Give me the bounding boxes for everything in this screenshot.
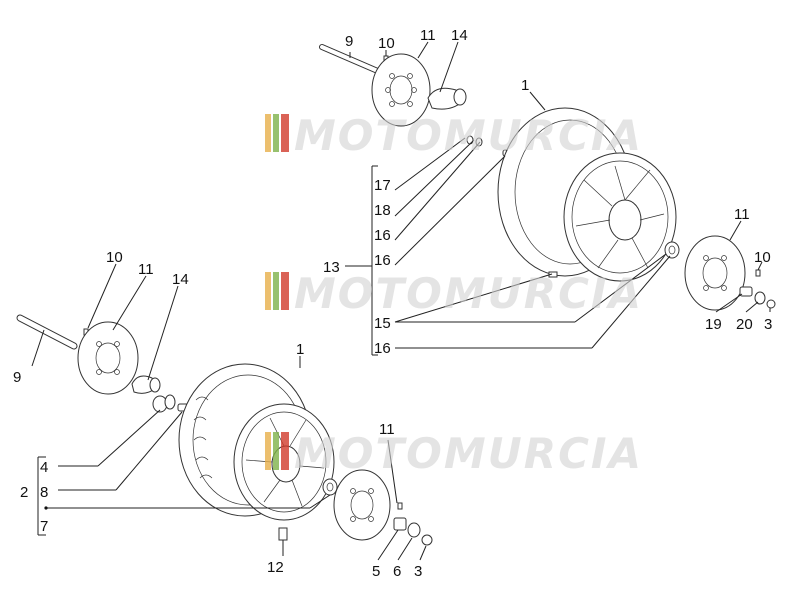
brake-disc-icon <box>684 235 746 311</box>
part-label: 10 <box>754 249 771 266</box>
watermark-stripe <box>273 272 279 310</box>
watermark-logo: MOTOMURCIA <box>265 269 643 318</box>
watermark-stripe <box>265 432 271 470</box>
part-label: 19 <box>705 316 722 333</box>
hub-icon <box>131 375 161 394</box>
brake-disc-icon <box>77 321 139 395</box>
upper-leader-lines <box>345 41 771 356</box>
lower-leader-lines <box>31 263 427 561</box>
part-label: 11 <box>734 206 750 223</box>
part-label: 16 <box>374 252 391 269</box>
spacer-icon <box>739 286 753 297</box>
part-label: 16 <box>374 340 391 357</box>
part-label: 2 <box>20 484 28 501</box>
spacer-icon <box>475 137 483 147</box>
part-number-labels: 9 10 11 14 1 17 18 16 16 13 15 16 11 10 … <box>13 27 772 580</box>
part-label: 12 <box>267 559 284 576</box>
part-label: 11 <box>379 421 395 438</box>
part-label: 15 <box>374 315 391 332</box>
part-label: 10 <box>106 249 123 266</box>
watermark-stripe <box>273 432 279 470</box>
part-label: 5 <box>372 563 380 580</box>
watermark-stripe <box>265 272 271 310</box>
watermark-logo: MOTOMURCIA <box>265 429 643 478</box>
part-label: 8 <box>40 484 48 501</box>
upper-wheel-assembly <box>319 44 776 311</box>
brake-disc-icon <box>333 469 391 541</box>
watermark-logo: MOTOMURCIA <box>265 111 643 160</box>
washer-icon <box>754 291 766 305</box>
axle-icon <box>16 314 78 350</box>
hub-icon <box>427 87 467 110</box>
watermark-text: MOTOMURCIA <box>294 111 643 160</box>
bearing-icon <box>664 241 680 259</box>
wheel-icon <box>497 107 677 282</box>
nut-icon <box>766 299 776 309</box>
part-label: 6 <box>393 563 401 580</box>
watermark-text: MOTOMURCIA <box>294 269 643 318</box>
part-label: 13 <box>323 259 340 276</box>
watermark-stripe <box>273 114 279 152</box>
part-label: 1 <box>521 77 529 94</box>
bolt-icon <box>397 502 403 510</box>
watermark-stripe <box>281 272 289 310</box>
bearing-icon <box>164 394 176 410</box>
part-label: 10 <box>378 35 395 52</box>
axle-icon <box>319 44 383 75</box>
part-label: 9 <box>13 369 21 386</box>
part-label: 3 <box>414 563 422 580</box>
spacer-icon <box>393 517 407 531</box>
part-label: 11 <box>138 261 154 278</box>
part-label: 14 <box>451 27 468 44</box>
part-label: 11 <box>420 27 436 44</box>
valve-icon <box>278 527 288 541</box>
watermark-stripe <box>281 432 289 470</box>
watermark-text: MOTOMURCIA <box>294 429 643 478</box>
part-label: 18 <box>374 202 391 219</box>
bolt-icon <box>755 269 761 277</box>
brake-disc-icon <box>371 53 431 127</box>
part-label: 3 <box>764 316 772 333</box>
part-label: 17 <box>374 177 391 194</box>
part-label: 1 <box>296 341 304 358</box>
watermark-stripe <box>265 114 271 152</box>
part-label: 14 <box>172 271 189 288</box>
part-label: 9 <box>345 33 353 50</box>
part-label: 7 <box>40 518 48 535</box>
watermark-stripe <box>281 114 289 152</box>
part-label: 4 <box>40 459 48 476</box>
bearing-icon <box>322 478 338 496</box>
part-label: 20 <box>736 316 753 333</box>
nut-icon <box>421 534 433 546</box>
washer-icon <box>407 522 421 538</box>
part-label: 16 <box>374 227 391 244</box>
